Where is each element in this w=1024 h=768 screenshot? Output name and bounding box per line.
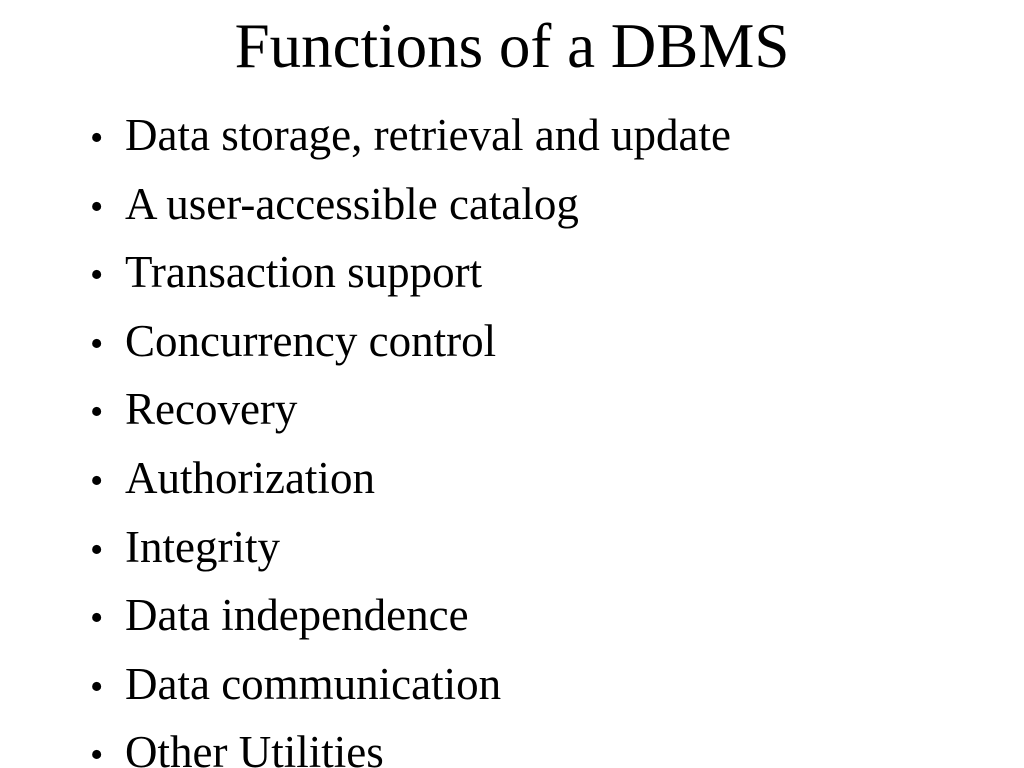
list-item: • Concurrency control xyxy=(90,309,1024,378)
list-item-label: Data communication xyxy=(125,658,502,709)
list-item: • Other Utilities xyxy=(90,720,1024,768)
slide-title: Functions of a DBMS xyxy=(234,11,790,81)
list-item-label: Integrity xyxy=(125,521,280,572)
list-item: • Authorization xyxy=(90,446,1024,515)
bullet-icon: • xyxy=(90,597,104,640)
list-item-label: Authorization xyxy=(125,453,375,504)
list-item-label: Concurrency control xyxy=(125,315,497,366)
bullet-icon: • xyxy=(90,391,104,434)
bullet-icon: • xyxy=(90,185,104,228)
list-item: • Transaction support xyxy=(90,240,1024,309)
list-item: • Data communication xyxy=(90,652,1024,721)
bullet-icon: • xyxy=(90,734,104,768)
bullet-icon: • xyxy=(90,254,104,297)
list-item-label: Recovery xyxy=(125,384,298,435)
list-item-label: Other Utilities xyxy=(125,727,384,768)
list-item: • Data independence xyxy=(90,583,1024,652)
bullet-icon: • xyxy=(90,665,104,708)
list-item-label: Data storage, retrieval and update xyxy=(125,110,731,161)
list-item-label: Transaction support xyxy=(125,247,483,298)
list-item-label: Data independence xyxy=(125,590,469,641)
bullet-icon: • xyxy=(90,322,104,365)
list-item: • Recovery xyxy=(90,377,1024,446)
list-item-label: A user-accessible catalog xyxy=(125,178,579,229)
bullet-list: • Data storage, retrieval and update • A… xyxy=(0,103,1024,768)
bullet-icon: • xyxy=(90,460,104,503)
list-item: • Integrity xyxy=(90,515,1024,584)
list-item: • Data storage, retrieval and update xyxy=(90,103,1024,172)
bullet-icon: • xyxy=(90,117,104,160)
list-item: • A user-accessible catalog xyxy=(90,172,1024,241)
bullet-icon: • xyxy=(90,528,104,571)
